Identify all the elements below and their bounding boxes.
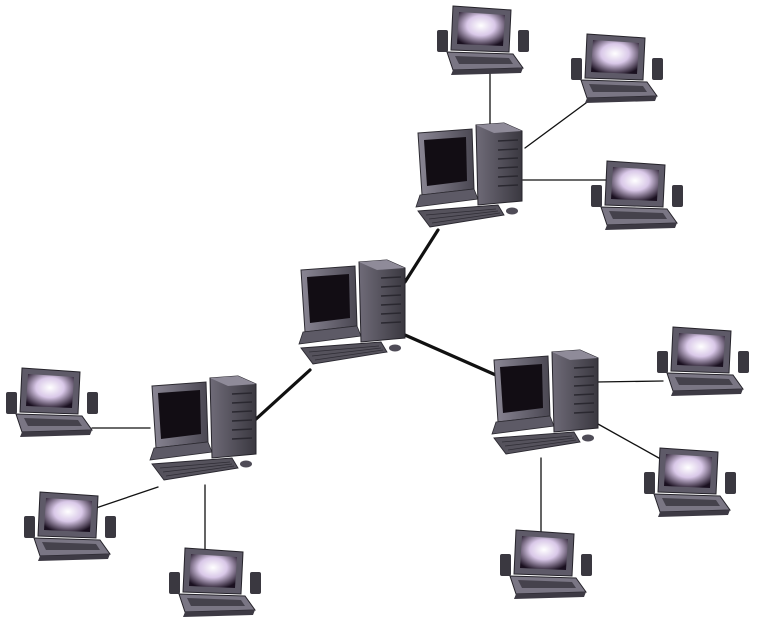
nodes-layer — [6, 5, 749, 617]
links-layer — [91, 71, 667, 552]
laptop-computer-east-1 — [657, 326, 749, 396]
laptop-computer-north-2 — [571, 33, 663, 103]
laptop-computer-west-2 — [24, 491, 116, 561]
link-hub-east-east-1 — [595, 380, 664, 383]
link-hub-west-west-2 — [92, 486, 159, 510]
link-hub-north-north-2 — [524, 99, 591, 149]
desktop-computer-hub-north — [415, 122, 523, 228]
laptop-computer-north-1 — [437, 5, 529, 75]
laptop-computer-north-3 — [591, 160, 683, 230]
link-hub-root-hub-west — [253, 368, 312, 422]
link-hub-root-hub-north — [403, 228, 440, 284]
laptop-computer-west-3 — [169, 547, 261, 617]
link-hub-root-hub-east — [403, 333, 500, 378]
laptop-computer-east-3 — [500, 529, 592, 599]
link-hub-east-east-2 — [597, 423, 667, 463]
desktop-computer-hub-west — [149, 375, 257, 481]
laptop-computer-west-1 — [6, 367, 98, 437]
desktop-computer-hub-root — [298, 259, 406, 365]
desktop-computer-hub-east — [491, 349, 599, 455]
laptop-computer-east-2 — [644, 447, 736, 517]
